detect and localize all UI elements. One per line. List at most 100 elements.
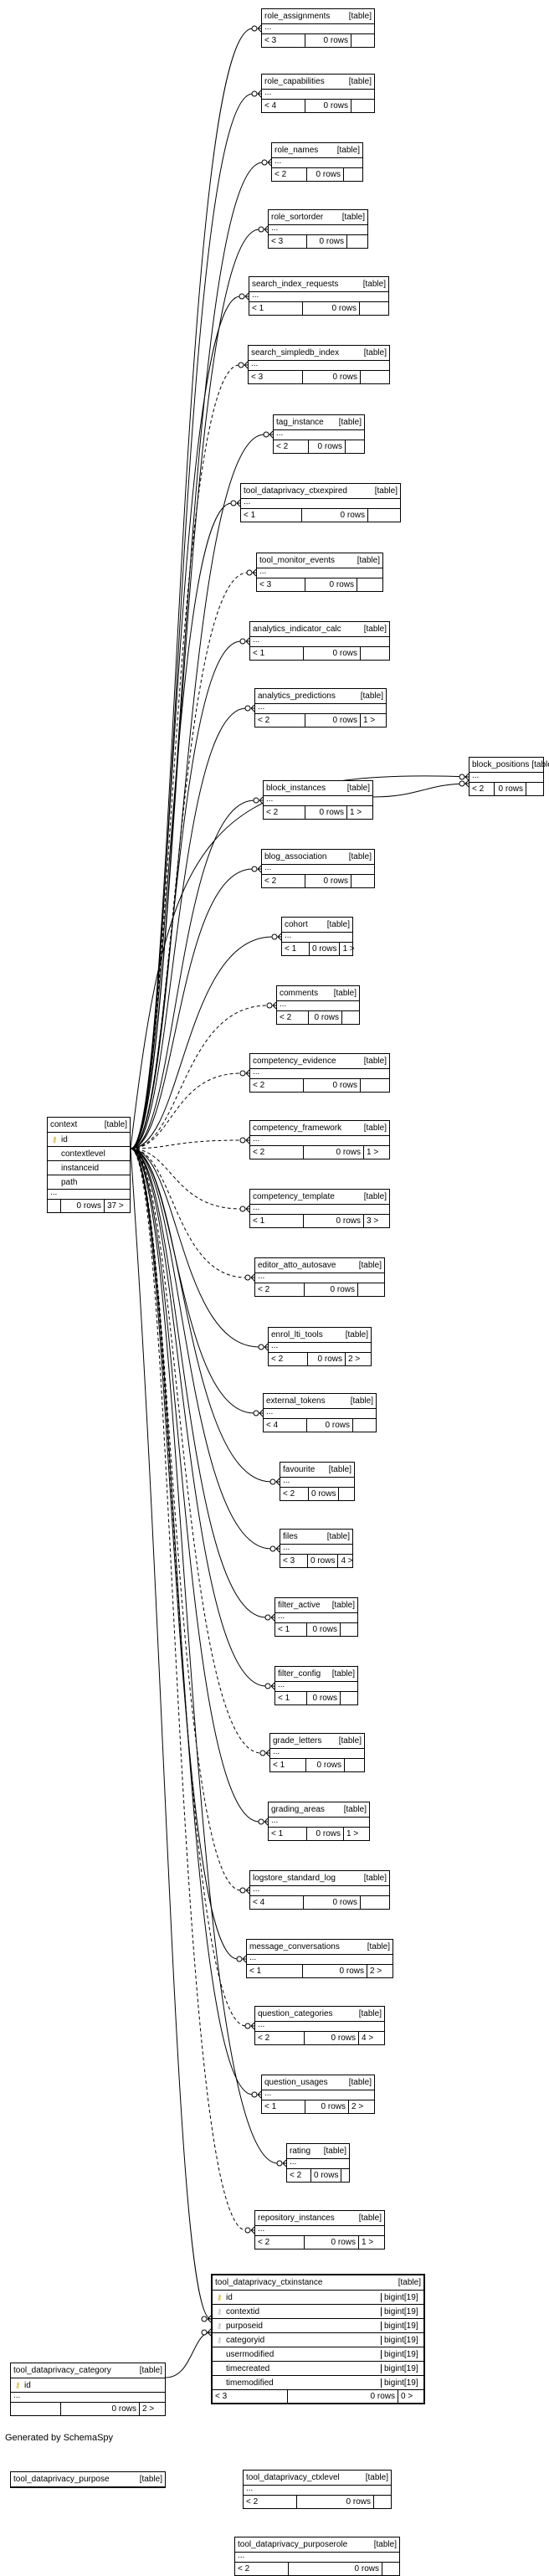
parents-count[interactable]: < 3 [280, 1555, 308, 1567]
parents-count[interactable]: < 2 [250, 1079, 304, 1092]
parents-count[interactable]: < 3 [249, 371, 303, 383]
children-count[interactable] [351, 875, 374, 887]
children-count[interactable] [347, 235, 367, 248]
children-count[interactable] [341, 1692, 357, 1704]
parents-count[interactable]: < 4 [264, 1419, 307, 1432]
children-count[interactable] [345, 1759, 364, 1771]
parents-count[interactable]: < 1 [250, 647, 304, 660]
children-count[interactable]: 2 > [370, 1967, 382, 1976]
children-count[interactable] [358, 1283, 384, 1296]
children-count[interactable]: 4 > [341, 1556, 353, 1566]
children-count[interactable] [353, 1419, 376, 1432]
children-count[interactable] [346, 440, 364, 453]
children-count[interactable]: 1 > [367, 1148, 379, 1157]
children-count[interactable]: 1 > [363, 716, 376, 725]
children-count[interactable] [341, 2169, 358, 2182]
children-count[interactable]: 1 > [346, 1829, 359, 1838]
children-count[interactable] [361, 1896, 389, 1909]
parents-count[interactable]: < 2 [280, 1488, 309, 1500]
parents-count[interactable] [11, 2403, 61, 2415]
children-count[interactable] [339, 1488, 356, 1500]
parents-count[interactable]: < 1 [275, 1692, 307, 1704]
children-count[interactable]: 3 > [367, 1216, 379, 1226]
parents-count[interactable]: < 1 [249, 302, 303, 315]
children-count[interactable]: 0 > [401, 2392, 413, 2401]
children-count[interactable] [361, 371, 389, 383]
children-count[interactable] [351, 34, 374, 47]
parents-count[interactable]: < 2 [255, 1283, 305, 1296]
parents-count[interactable]: < 2 [264, 806, 305, 819]
children-count[interactable]: 2 > [142, 2404, 155, 2414]
parents-count[interactable]: < 1 [269, 1828, 307, 1840]
parents-count[interactable]: < 2 [272, 168, 307, 181]
parents-count[interactable]: < 2 [274, 440, 309, 453]
table-tool-dataprivacy-purposerole[interactable]: tool_dataprivacy_purposerole[table]...< … [234, 2537, 400, 2576]
parents-count[interactable]: < 4 [250, 1896, 304, 1909]
parents-count[interactable]: < 4 [262, 100, 305, 112]
parents-count[interactable]: < 1 [262, 2100, 305, 2113]
parents-count[interactable]: < 2 [287, 2169, 311, 2182]
children-count[interactable] [344, 168, 362, 181]
children-count[interactable]: 37 > [107, 1201, 124, 1211]
children-count[interactable]: 1 > [362, 2238, 374, 2247]
children-count[interactable]: 2 > [348, 1355, 361, 1364]
children-count[interactable] [361, 647, 389, 660]
parents-count[interactable]: < 2 [255, 714, 305, 727]
parents-count[interactable]: < 2 [250, 1146, 304, 1159]
parents-count[interactable]: < 1 [282, 943, 310, 955]
children-count[interactable] [357, 578, 382, 591]
children-count[interactable] [526, 783, 543, 795]
children-count[interactable] [341, 1623, 357, 1636]
children-count[interactable] [382, 2563, 399, 2575]
parents-count[interactable]: < 1 [247, 1965, 303, 1977]
children-count[interactable]: 1 > [342, 944, 355, 954]
parents-count[interactable]: < 1 [250, 1215, 304, 1227]
children-count[interactable]: 2 > [351, 2102, 364, 2111]
parents-count[interactable]: < 1 [275, 1623, 307, 1636]
table-tool-dataprivacy-category[interactable]: tool_dataprivacy_category[table]⚷id...0 … [10, 2363, 166, 2416]
parents-count[interactable]: < 2 [269, 1353, 308, 1365]
parents-count[interactable]: < 3 [257, 578, 305, 591]
table-tool-dataprivacy-ctxexpired[interactable]: tool_dataprivacy_ctxexpired[table]...< 1… [240, 483, 401, 522]
parents-count[interactable]: < 2 [262, 875, 305, 887]
parents-count[interactable]: < 1 [270, 1759, 306, 1771]
parents-count[interactable]: < 2 [255, 2236, 305, 2249]
table-block-positions[interactable]: block_positions[table]...< 20 rows [469, 757, 549, 796]
parents-count[interactable]: < 2 [235, 2563, 289, 2575]
children-count[interactable]: 1 > [350, 808, 362, 817]
children-count[interactable]: 4 > [362, 2034, 374, 2043]
table-tool-dataprivacy-purpose[interactable]: tool_dataprivacy_purpose[table] [10, 2471, 166, 2488]
parents-count[interactable]: < 3 [262, 34, 305, 47]
children-count[interactable] [351, 100, 374, 112]
parents-count[interactable]: < 2 [277, 1011, 309, 1024]
children-count[interactable] [342, 1011, 359, 1024]
